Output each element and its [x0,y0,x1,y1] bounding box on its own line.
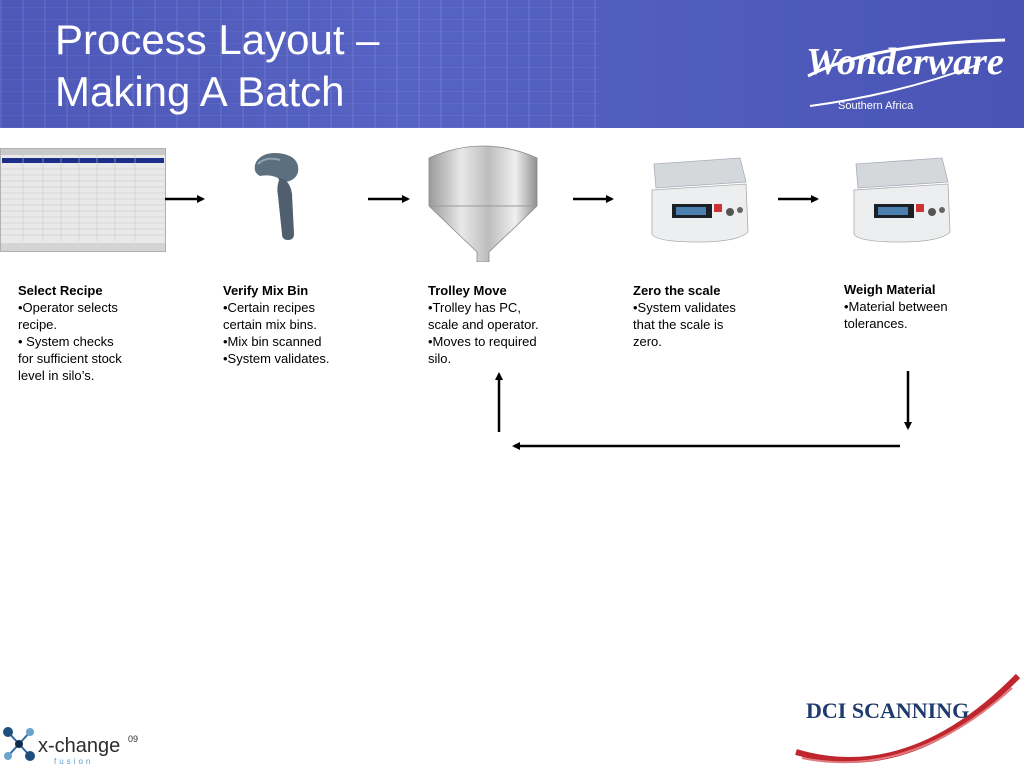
wonderware-logo: Wonderware Southern Africa [806,38,1006,112]
silo-image [428,145,538,262]
step-line: scale and operator. [428,317,539,332]
xchange-molecule-icon [3,727,35,761]
barcode-scanner-image [254,153,299,240]
step-title: Weigh Material [844,282,936,297]
step-line: tolerances. [844,316,908,331]
step-title: Trolley Move [428,283,507,298]
xchange-logo-sup: 09 [128,734,138,744]
step-line: level in silo’s. [18,368,95,383]
step-line: •System validates. [223,351,330,366]
header-building-pattern [0,0,600,128]
step-weigh-material: Weigh Material •Material between toleran… [844,281,948,332]
step-line: •Certain recipes [223,300,315,315]
recipe-table-screenshot [0,148,166,252]
step-title: Zero the scale [633,283,721,298]
step-title: Select Recipe [18,283,103,298]
step-line: for sufficient stock [18,351,122,366]
dci-logo-text: DCI SCANNING [806,698,969,723]
wonderware-logo-subtext: Southern Africa [838,100,914,112]
step-line: •Trolley has PC, [428,300,521,315]
dci-scanning-logo: DCI SCANNING [795,673,1021,764]
step-line: •Moves to required [428,334,537,349]
step-line: silo. [428,351,452,366]
step-line: • System checks [18,334,114,349]
step-title: Verify Mix Bin [223,283,309,298]
step-line: that the scale is [633,317,724,332]
wonderware-logo-text: Wonderware [806,41,1004,83]
title-line-2: Making A Batch [55,68,345,115]
scale-image-1 [651,157,749,243]
xchange-fusion-logo: x-change 09 fusion [3,727,138,766]
step-zero-scale: Zero the scale •System validates that th… [633,282,736,350]
step-line: •Material between [844,299,948,314]
header-banner: Process Layout – Making A Batch Wonderwa… [0,0,1024,128]
step-line: zero. [633,334,662,349]
xchange-logo-text: x-change [38,735,120,757]
step-verify-mix-bin: Verify Mix Bin •Certain recipes certain … [223,282,329,367]
title-line-1: Process Layout – [55,16,380,63]
step-line: certain mix bins. [223,317,317,332]
step-trolley-move: Trolley Move •Trolley has PC, scale and … [428,282,539,367]
step-line: recipe. [18,317,58,332]
scale-image-2 [853,157,951,243]
step-line: •System validates [633,300,736,315]
page-title: Process Layout – Making A Batch [55,14,380,118]
step-select-recipe: Select Recipe •Operator selects recipe. … [18,282,122,384]
step-line: •Operator selects [18,300,118,315]
step-line: •Mix bin scanned [223,334,322,349]
xchange-logo-sub: fusion [54,757,93,766]
